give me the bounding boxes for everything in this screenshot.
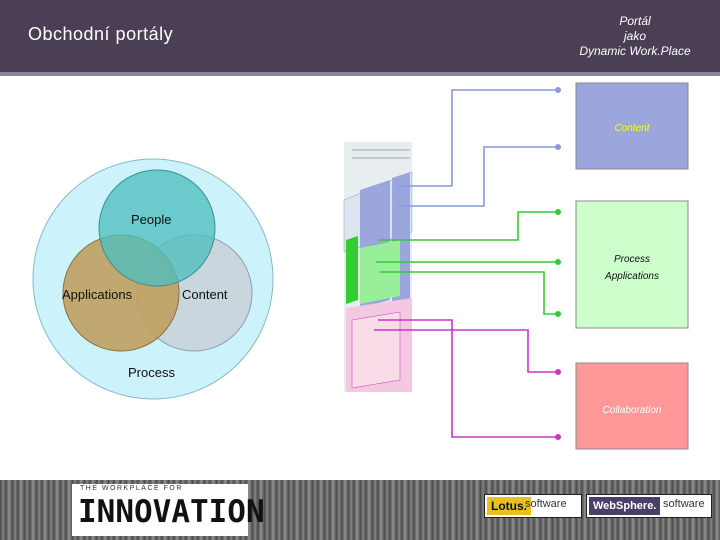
header-divider [0,72,720,76]
venn-people-circle [98,169,216,287]
venn-label-people: People [131,212,171,227]
venn-label-process: Process [128,365,175,380]
connector-blue-1 [398,89,558,187]
slide-title: Obchodní portály [28,24,174,44]
footer-innovation-wordmark: INNOVATION [78,494,265,530]
connector-green-3 [380,271,558,315]
process-box-label: Process [614,254,650,265]
content-box [575,82,689,170]
connector-lines [374,89,558,438]
slide-subtitle: Portál jako Dynamic Work.Place [560,14,710,59]
content-box-label: Content [614,123,650,134]
lotus-mark: Lotus. [487,497,531,515]
venn-label-applications: Applications [62,287,133,302]
header-bar [0,0,720,72]
venn-label-content: Content [182,287,228,302]
connector-magenta-1 [374,329,558,373]
collaboration-box [575,362,689,450]
innovation-panel [72,484,248,536]
lotus-software-logo: Lotus. software [484,494,582,518]
subtitle-line-2: jako [623,29,646,43]
connector-green-1 [378,211,558,241]
applications-box-label: Applications [604,271,659,282]
websphere-software-text: software [663,498,705,510]
subtitle-line-3: Dynamic Work.Place [579,44,691,58]
connector-dots [555,87,561,440]
footer-tagline: THE WORKPLACE FOR [80,485,183,492]
connector-magenta-2 [378,319,558,438]
lotus-software-text: software [525,498,567,510]
process-applications-box [575,200,689,329]
connector-blue-2 [398,146,558,207]
websphere-mark: WebSphere. [589,497,661,515]
portal-screenshot-image [343,142,413,392]
subtitle-line-1: Portál [619,14,651,28]
portal-diagram: People Applications Content Process Con [32,82,689,450]
websphere-software-logo: WebSphere. software [586,494,712,518]
collaboration-box-label: Collaboration [603,405,662,416]
